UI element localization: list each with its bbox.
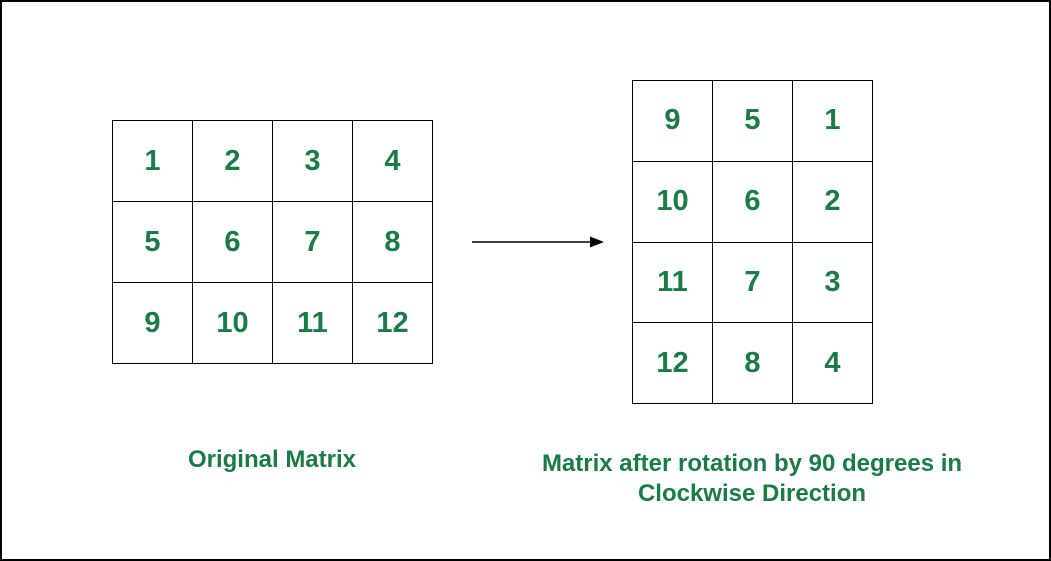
matrix-cell: 12: [632, 322, 713, 404]
matrix-cell: 3: [792, 241, 873, 324]
matrix-cell: 6: [192, 201, 273, 283]
matrix-cell: 7: [712, 241, 793, 324]
matrix-cell: 4: [352, 120, 433, 202]
matrix-cell: 10: [632, 160, 713, 243]
matrix-cell: 9: [632, 80, 713, 162]
matrix-cell: 3: [272, 120, 353, 202]
matrix-cell: 2: [192, 120, 273, 202]
matrix-cell: 11: [272, 282, 353, 364]
matrix-cell: 12: [352, 282, 433, 364]
matrix-cell: 9: [112, 282, 193, 364]
original-matrix-label: Original Matrix: [187, 446, 357, 473]
matrix-cell: 8: [712, 322, 793, 404]
matrix-cell: 5: [712, 80, 793, 162]
rotation-arrow-icon: [470, 230, 606, 254]
matrix-cell: 2: [792, 160, 873, 243]
matrix-cell: 1: [112, 120, 193, 202]
matrix-cell: 7: [272, 201, 353, 283]
matrix-cell: 5: [112, 201, 193, 283]
matrix-cell: 10: [192, 282, 273, 364]
matrix-cell: 8: [352, 201, 433, 283]
matrix-cell: 11: [632, 241, 713, 324]
rotated-matrix-label: Matrix after rotation by 90 degrees in C…: [541, 450, 963, 507]
matrix-cell: 6: [712, 160, 793, 243]
matrix-cell: 4: [792, 322, 873, 404]
matrix-cell: 1: [792, 80, 873, 162]
